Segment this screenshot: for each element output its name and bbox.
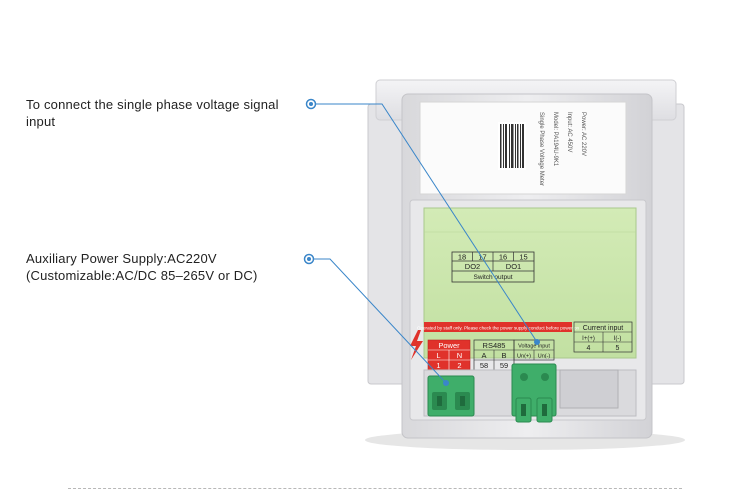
power-pointer-line bbox=[309, 258, 447, 384]
current-input-title: Current input bbox=[583, 325, 624, 332]
lightning-warning-icon bbox=[410, 330, 423, 360]
current-col-minus: I(-) bbox=[614, 336, 622, 342]
terminal-17: 17 bbox=[478, 253, 486, 262]
terminal-15: 15 bbox=[519, 253, 527, 262]
power-num-1: 1 bbox=[436, 361, 440, 370]
switch-output-table: 18 17 16 15 DO2 DO1 Switch output bbox=[451, 251, 535, 283]
top-label-title: Single Phase Voltage Meter bbox=[538, 112, 544, 186]
current-num-5: 5 bbox=[616, 345, 620, 352]
voltage-input-title: Voltage input bbox=[518, 344, 550, 350]
pointer-lines bbox=[309, 103, 538, 384]
power-target-dot bbox=[443, 380, 449, 386]
current-terminal-block bbox=[559, 369, 619, 409]
voltage-col-plus: Un(+) bbox=[517, 354, 531, 360]
power-title: Power bbox=[438, 341, 460, 350]
top-label-line-input: Input: AC 450V bbox=[566, 112, 572, 152]
current-input-table: Current input I+(+) I(-) 4 5 bbox=[573, 321, 633, 353]
current-num-4: 4 bbox=[587, 345, 591, 352]
rs485-num-59: 59 bbox=[500, 361, 508, 370]
voltage-connector bbox=[511, 363, 557, 423]
current-col-plus: I+(+) bbox=[582, 336, 595, 342]
group-do1: DO1 bbox=[506, 262, 521, 271]
annotation-power-line2: (Customizable:AC/DC 85–265V or DC) bbox=[26, 268, 258, 283]
warning-bar bbox=[424, 322, 572, 332]
barcode bbox=[498, 122, 526, 170]
warning-text: Operated by staff only. Please check the… bbox=[417, 326, 580, 331]
rear-label-panel bbox=[423, 207, 637, 359]
power-col-n: N bbox=[457, 351, 462, 360]
voltage-target-dot bbox=[534, 339, 540, 345]
voltage-pointer-line bbox=[311, 103, 538, 343]
rs485-num-58: 58 bbox=[480, 361, 488, 370]
power-connector bbox=[427, 375, 475, 417]
power-col-l: L bbox=[436, 351, 440, 360]
terminal-16: 16 bbox=[499, 253, 507, 262]
annotation-aux-power: Auxiliary Power Supply:AC220V (Customiza… bbox=[26, 250, 316, 284]
top-label-line-power: Power: AC 220V bbox=[580, 112, 586, 156]
power-num-2: 2 bbox=[457, 361, 461, 370]
rs485-title: RS485 bbox=[483, 341, 506, 350]
top-label-line-model: Model: PA194U-9K1 bbox=[552, 112, 558, 167]
annotation-voltage-signal: To connect the single phase voltage sign… bbox=[26, 96, 316, 130]
rs485-col-b: B bbox=[501, 351, 506, 360]
switch-output-title: Switch output bbox=[473, 274, 512, 281]
annotation-power-line1: Auxiliary Power Supply:AC220V bbox=[26, 251, 217, 266]
annotation-voltage-line1: To connect the single phase voltage sign… bbox=[26, 97, 279, 112]
pointer-dots bbox=[303, 98, 540, 386]
rs485-col-a: A bbox=[481, 351, 486, 360]
annotation-voltage-line2: input bbox=[26, 114, 56, 129]
power-table: Power L N 1 2 bbox=[427, 339, 471, 371]
terminal-18: 18 bbox=[458, 253, 466, 262]
voltage-col-minus: Un(-) bbox=[538, 354, 551, 360]
group-do2: DO2 bbox=[465, 262, 480, 271]
voltage-input-table: Voltage input Un(+) Un(-) bbox=[513, 339, 555, 361]
bottom-dashed-divider bbox=[68, 488, 682, 489]
